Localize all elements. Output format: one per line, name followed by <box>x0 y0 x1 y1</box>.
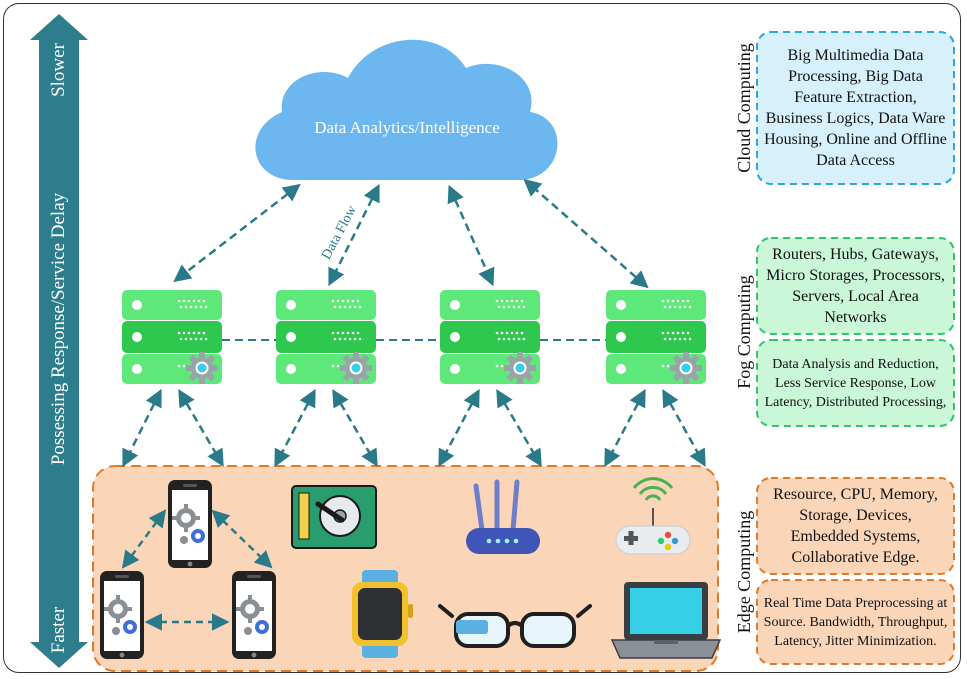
axis-label-delay: Possessing Response/Service Delay <box>48 192 69 466</box>
cloud-panel <box>756 31 955 185</box>
device-peer-links <box>121 509 273 631</box>
edge-panel-2-text: Real Time Data Preprocessing at Source. … <box>763 595 948 649</box>
edge-layer-title: Edge Computing <box>734 510 754 634</box>
fog-panel-1 <box>756 237 955 335</box>
diagram-frame <box>3 3 961 673</box>
fog-panel-2-text: Data Analysis and Reduction, Less Servic… <box>764 356 947 410</box>
gamepad-icon <box>615 477 691 555</box>
server-icon <box>276 290 376 384</box>
smartphone-icon <box>232 571 276 659</box>
smart-glasses-icon <box>438 604 592 648</box>
cloud-layer-title: Cloud Computing <box>734 43 754 173</box>
router-icon <box>466 479 540 554</box>
hard-drive-icon <box>291 485 377 549</box>
laptop-icon <box>610 582 722 659</box>
cloud-label: Data Analytics/Intelligence <box>314 118 500 137</box>
fog-panel-1-text: Routers, Hubs, Gateways, Micro Storages,… <box>766 246 945 326</box>
edge-panel-2 <box>756 579 955 665</box>
fog-edge-links <box>122 388 706 468</box>
smartphone-icon <box>100 571 144 659</box>
server-icon <box>122 290 222 384</box>
server-icon <box>606 290 706 384</box>
edge-panel-1-text: Resource, CPU, Memory, Storage, Devices,… <box>773 486 938 566</box>
smartwatch-icon <box>352 570 413 658</box>
cloud-panel-text: Big Multimedia Data Processing, Big Data… <box>764 47 947 169</box>
fog-layer-title: Fog Computing <box>734 275 754 389</box>
axis-label-faster: Faster <box>48 606 69 654</box>
edge-panel-1 <box>756 477 955 575</box>
server-icon <box>440 290 540 384</box>
fog-panel-2 <box>756 339 955 427</box>
cloud-icon <box>255 39 558 181</box>
delay-axis-arrow <box>30 14 88 668</box>
smartphone-icon <box>168 480 212 568</box>
cloud-fog-links <box>173 178 649 289</box>
axis-label-slower: Slower <box>48 43 69 97</box>
